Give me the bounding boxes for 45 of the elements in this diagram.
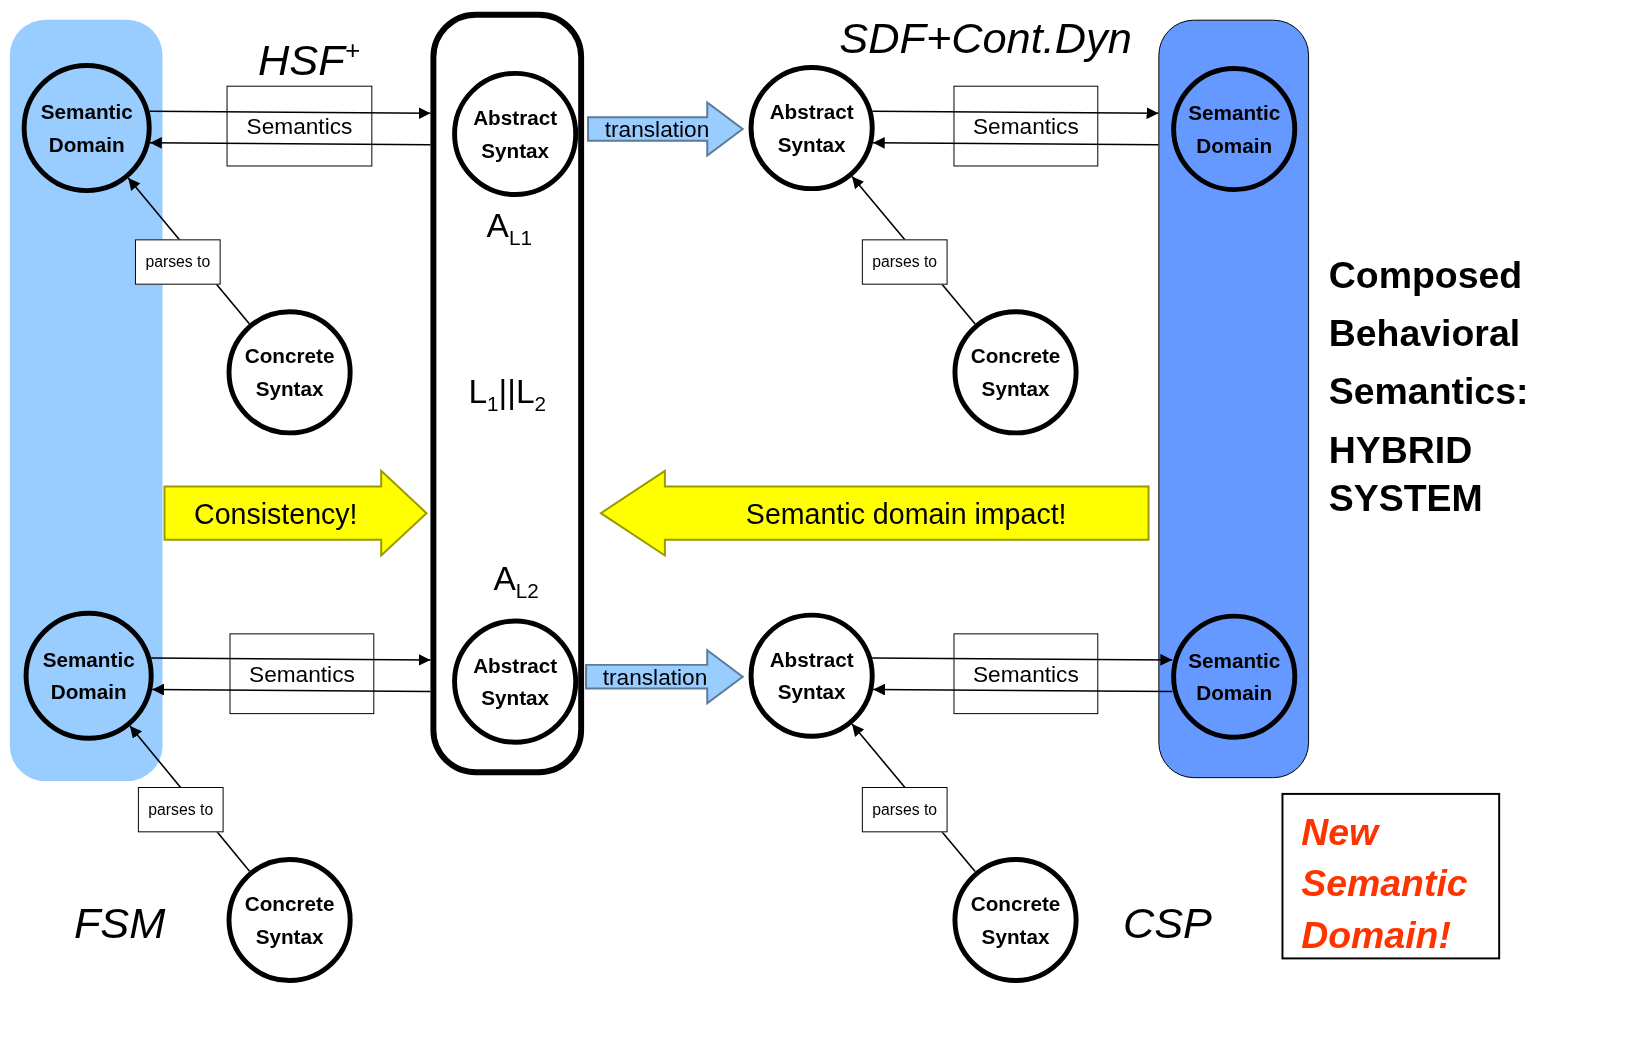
node-text: Concrete Syntax [243, 891, 336, 950]
node-text: Abstract Syntax [472, 105, 559, 164]
diagram-label: FSM [73, 898, 166, 948]
node-text: Concrete Syntax [969, 891, 1062, 950]
edge-label: parses to [137, 787, 224, 833]
edge-label: parses to [134, 239, 221, 285]
node-text: Semantic Domain [1187, 100, 1282, 159]
node-text: Semantic Domain [39, 99, 134, 158]
arrow [871, 107, 1160, 120]
node-text: Abstract Syntax [768, 99, 855, 158]
block-arrow [587, 100, 745, 158]
language-label: A$_{L2}$ [493, 559, 539, 603]
block-arrow [163, 468, 428, 558]
arrow [149, 137, 432, 149]
diagram-label: HSF$^{+}$ [258, 34, 360, 85]
node-text: Abstract Syntax [768, 647, 855, 706]
language-label: L$_{1}$||L$_{2}$ [468, 372, 547, 416]
diagram-label: Composed Behavioral Semantics: [1328, 253, 1530, 414]
band-panel [1158, 19, 1310, 779]
edge-label: translation [601, 662, 709, 691]
note-text: New Semantic Domain! [1301, 810, 1469, 958]
node-text: Semantic Domain [41, 647, 136, 706]
diagram-label: HYBRID SYSTEM [1328, 428, 1484, 522]
arrow [871, 653, 1173, 666]
edge-label: Consistency! [193, 496, 359, 532]
arrow [872, 683, 1173, 696]
arrow [148, 107, 432, 120]
edge-label: parses to [861, 787, 948, 833]
edge-label: translation [603, 115, 711, 143]
node-text: Concrete Syntax [969, 343, 1062, 402]
column-panel [430, 11, 585, 776]
node-text: Abstract Syntax [472, 653, 559, 712]
block-arrow [599, 469, 1150, 558]
note-box [1281, 792, 1501, 960]
diagram-label: SDF+Cont.Dyn [839, 13, 1132, 64]
block-arrow [585, 648, 745, 706]
language-label: A$_{L1}$ [486, 206, 532, 250]
node-text: Concrete Syntax [243, 343, 336, 402]
edge-label: parses to [861, 239, 948, 285]
node-text: Semantic Domain [1187, 648, 1282, 707]
arrow [150, 653, 432, 666]
arrow [151, 683, 432, 696]
edge-label: Semantic domain impact! [744, 496, 1068, 532]
diagram-label: CSP [1122, 898, 1213, 948]
arrow [872, 137, 1160, 149]
